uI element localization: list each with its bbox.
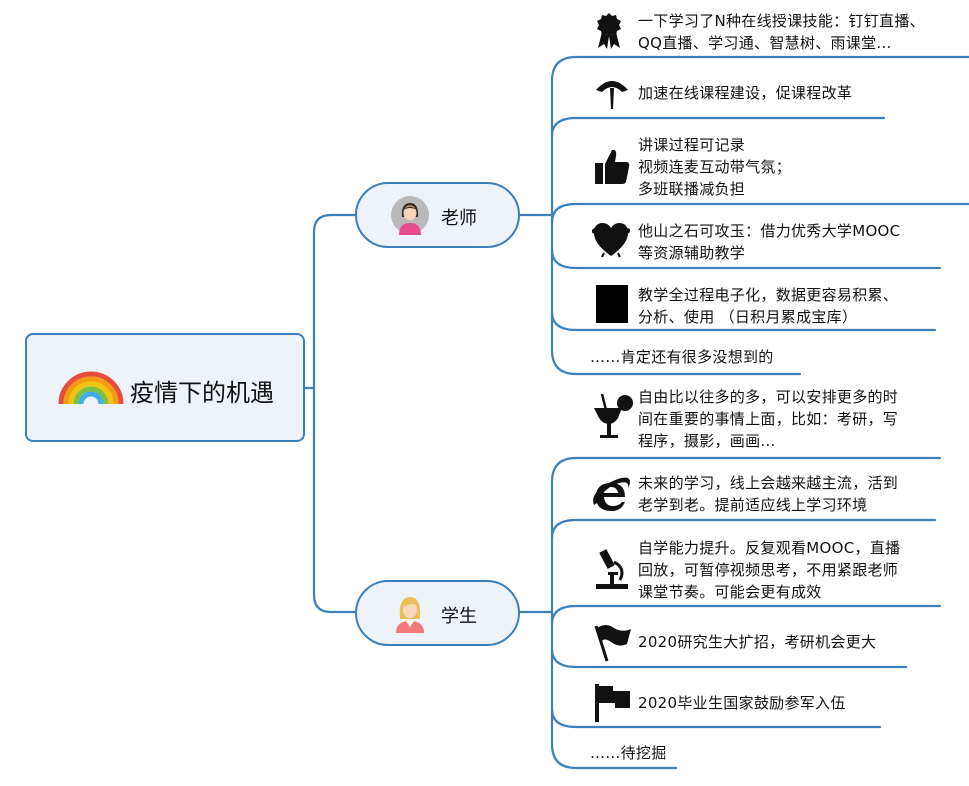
item-line: 回放，可暂停视频思考，不用紧跟老师	[638, 561, 899, 579]
rainbow-icon	[58, 371, 124, 405]
branch-student-label: 学生	[441, 606, 477, 627]
root-topic[interactable]: 疫情下的机遇	[25, 333, 305, 442]
item-line: 多班联播减负担	[638, 180, 746, 198]
item-line: 间在重要的事情上面，比如：考研，写	[638, 410, 899, 428]
internet-explorer-icon	[593, 477, 630, 511]
item-line: 2020研究生大扩招，考研机会更大	[638, 633, 877, 651]
item-line: 他山之石可攻玉：借力优秀大学MOOC	[638, 222, 901, 240]
cocktail-icon	[594, 393, 633, 438]
item-line: 自学能力提升。反复观看MOOC，直播	[638, 539, 901, 557]
waving-flag-icon	[594, 625, 631, 662]
item-line: 视频连麦互动带气氛；	[638, 158, 792, 176]
branch-teacher[interactable]: 老师	[355, 182, 520, 248]
item-line: 一下学习了N种在线授课技能：钉钉直播、	[638, 12, 925, 30]
item-line: 讲课过程可记录	[638, 136, 746, 154]
student-avatar-icon	[396, 597, 424, 633]
item-line: 2020毕业生国家鼓励参军入伍	[638, 694, 846, 712]
item-line: QQ直播、学习通、智慧树、雨课堂...	[638, 34, 892, 52]
branch-teacher-label: 老师	[441, 208, 477, 229]
item-line: 自由比以往多的多，可以安排更多的时	[638, 388, 899, 406]
black-flag-icon	[595, 684, 630, 722]
thumbs-up-icon	[595, 149, 630, 184]
award-ribbon-icon	[597, 13, 621, 49]
heart-icon	[592, 223, 630, 258]
item-line: 未来的学习，线上会越来越主流，活到	[638, 474, 899, 492]
item-line: ……肯定还有很多没想到的	[590, 348, 774, 366]
item-line: 老学到老。提前适应线上学习环境	[638, 496, 868, 514]
root-title: 疫情下的机遇	[130, 379, 274, 407]
microscope-icon	[596, 549, 628, 589]
item-line: 加速在线课程建设，促课程改革	[638, 84, 853, 102]
item-line: 分析、使用 （日积月累成宝库）	[638, 308, 858, 326]
branch-student[interactable]: 学生	[355, 580, 520, 646]
teacher-avatar-icon	[391, 196, 429, 235]
item-line: 教学全过程电子化，数据更容易积累、	[638, 286, 899, 304]
item-line: 等资源辅助教学	[638, 244, 746, 262]
item-line: 课堂节奏。可能会更有成效	[638, 583, 822, 601]
item-line: 程序，摄影，画画...	[638, 432, 776, 450]
black-square-icon	[596, 285, 628, 323]
item-line: ……待挖掘	[590, 744, 667, 762]
speedometer-icon	[596, 81, 628, 109]
